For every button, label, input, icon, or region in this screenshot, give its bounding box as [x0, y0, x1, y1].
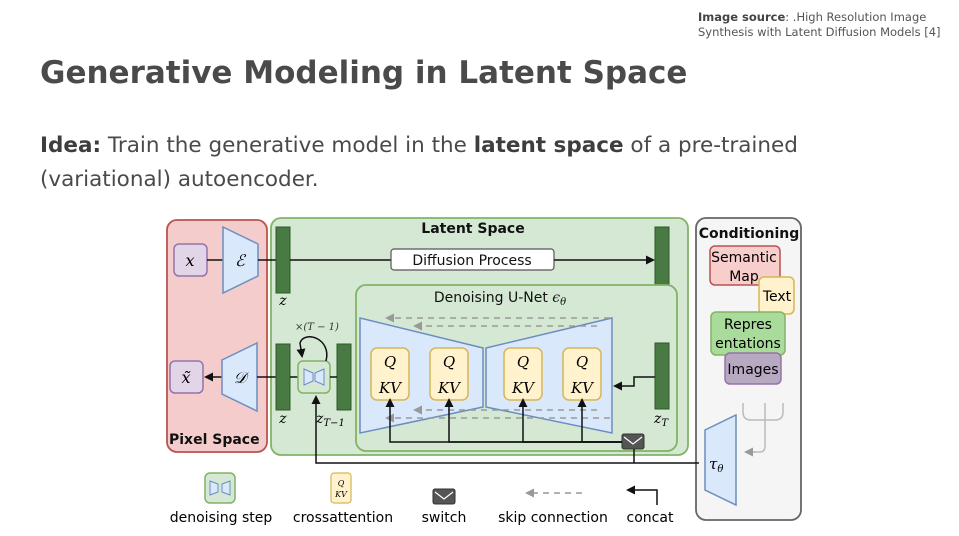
attention-kv-3: KV: [511, 379, 536, 397]
attention-block-2: Q KV: [429, 347, 469, 401]
legend-mini-q: Q: [338, 479, 345, 488]
legend-crossattention-label: crossattention: [293, 510, 393, 526]
attention-q-4: Q: [576, 353, 588, 371]
repeat-label: ×(T − 1): [295, 322, 339, 333]
image-source-label: Image source: [698, 10, 786, 24]
idea-text-1: Train the generative model in the: [107, 133, 467, 158]
images-label: Images: [727, 362, 778, 378]
legend-switch-label: switch: [422, 510, 467, 526]
idea-paragraph: Idea: Train the generative model in the …: [40, 129, 860, 197]
legend-skip-connection-label: skip connection: [498, 510, 608, 526]
unet-label: Denoising U-Net ϵθ: [434, 290, 566, 308]
encoder-symbol: ℰ: [235, 251, 247, 270]
attention-q-2: Q: [443, 353, 455, 371]
legend-denoising-step-icon: [204, 472, 236, 504]
decoder-symbol: 𝒟: [234, 368, 250, 387]
zT-bottom-label: zT: [653, 411, 669, 429]
latent-bar-z-bottom: [275, 343, 291, 411]
latent-space-label: Latent Space: [421, 221, 524, 237]
attention-block-3: Q KV: [503, 347, 543, 401]
representations-label-2: entations: [715, 336, 781, 352]
x-tilde-output-box: [169, 360, 204, 394]
pixel-space-label: Pixel Space: [169, 432, 260, 448]
legend-concat-icon: [626, 485, 658, 505]
image-source-text: : .High Resolution Image Synthesis with …: [698, 10, 941, 39]
latent-bar-z-top: [275, 226, 291, 294]
z-top-label: z: [278, 293, 287, 309]
attention-block-1: Q KV: [370, 347, 410, 401]
switch-symbol: [623, 436, 643, 445]
attention-q-3: Q: [517, 353, 529, 371]
attention-block-4: Q KV: [562, 347, 602, 401]
diffusion-process-label: Diffusion Process: [412, 253, 531, 269]
x-tilde-symbol: x̃: [181, 368, 190, 387]
latent-bar-zT-top: [654, 226, 670, 294]
cond-route-4: [577, 398, 622, 443]
text-label: Text: [762, 289, 792, 305]
legend-concat-label: concat: [627, 510, 674, 526]
denoising-step-shape-left: [303, 368, 314, 386]
concat-arrow: [613, 376, 655, 391]
legend-crossattention-icon: [330, 472, 352, 504]
idea-emphasis: latent space: [473, 133, 624, 158]
representations-label-1: Repres: [724, 317, 772, 333]
semantic-map-label-2: Map: [729, 269, 759, 285]
switch-box: [621, 433, 645, 450]
semantic-map-label-1: Semantic: [711, 250, 777, 266]
attention-kv-4: KV: [570, 379, 595, 397]
conditioning-to-step-line: [311, 395, 699, 464]
legend-switch-icon: [432, 488, 456, 505]
legend-denoising-step-shape-right: [221, 480, 231, 496]
x-input-symbol: x: [185, 251, 194, 270]
images-box: [724, 352, 782, 385]
repeat-loop-arrow: [296, 336, 328, 362]
attention-kv-1: KV: [378, 379, 403, 397]
tau-symbol: τθ: [709, 455, 723, 475]
conditioning-tree: [742, 403, 784, 453]
denoising-step-box: [297, 360, 331, 394]
legend-denoising-step-shape-left: [209, 480, 219, 496]
idea-text-2: of a pre-trained (variational) autoencod…: [40, 133, 798, 192]
conditioning-label: Conditioning: [699, 226, 800, 242]
latent-bar-zT-bottom: [654, 342, 670, 410]
latent-bar-zT1: [336, 343, 352, 411]
semantic-map-box: [709, 245, 781, 286]
idea-label: Idea:: [40, 133, 102, 158]
image-source: Image source: .High Resolution Image Syn…: [698, 10, 948, 40]
tau-encoder-trapezoid: [704, 413, 737, 507]
zT1-label: zT−1: [315, 411, 345, 429]
z-bottom-label: z: [278, 411, 287, 427]
legend-switch-symbol: [434, 491, 454, 500]
legend-mini-kv: KV: [334, 490, 348, 499]
attention-q-1: Q: [384, 353, 396, 371]
legend-denoising-step-label: denoising step: [170, 510, 273, 526]
attention-kv-2: KV: [437, 379, 462, 397]
slide-title: Generative Modeling in Latent Space: [40, 55, 688, 91]
encoder-trapezoid: [222, 225, 259, 295]
decoder-trapezoid: [221, 341, 258, 413]
denoising-step-shape-right: [314, 368, 325, 386]
